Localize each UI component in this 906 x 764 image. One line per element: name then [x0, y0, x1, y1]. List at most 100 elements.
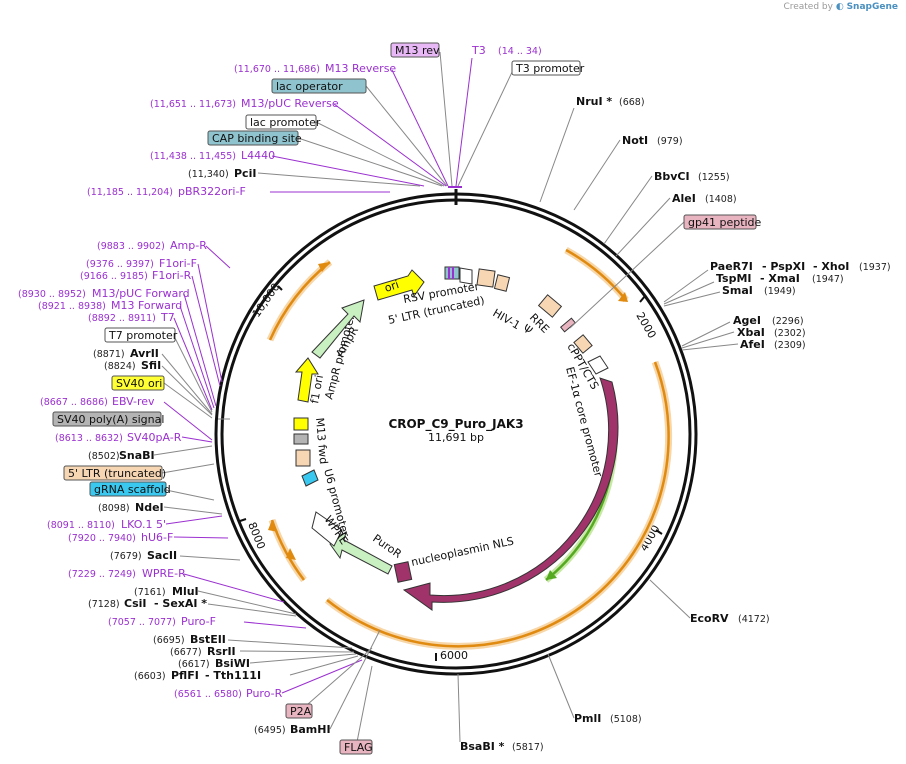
enzyme-ndei-name[interactable]: NdeI: [135, 501, 164, 514]
feature-sv40ori-block: [293, 417, 309, 431]
enzyme-csii-pos: (7128): [88, 599, 120, 610]
enzyme-avrii-pos: (8871): [93, 349, 125, 360]
primer-ebvrev-name[interactable]: EBV-rev: [112, 395, 155, 408]
primer-sv40par-name[interactable]: SV40pA-R: [127, 431, 182, 444]
box-lacpromoter[interactable]: [245, 114, 317, 130]
primer-m13puc-fwd-pos: (8930 .. 8952): [18, 289, 86, 300]
box-t3promoter[interactable]: [511, 60, 581, 76]
enzyme-pmli-name[interactable]: PmlI: [574, 712, 601, 725]
enzyme-noti-pos: (979): [657, 136, 683, 147]
box-lacoperator-label: lac operator: [276, 80, 343, 93]
primer-m13rev-name[interactable]: M13 Reverse: [325, 62, 396, 75]
box-sv40polya[interactable]: [52, 411, 162, 427]
enzyme-bsiwi-name[interactable]: BsiWI: [215, 657, 250, 670]
enzyme-pspxi-name[interactable]: - PspXI: [762, 260, 805, 273]
enzyme-smai-name[interactable]: SmaI: [722, 284, 753, 297]
enzyme-noti-name[interactable]: NotI: [622, 134, 648, 147]
feature-sv40pa-block: [293, 433, 309, 445]
feature-f1ori[interactable]: [294, 357, 319, 403]
primer-ampr-name[interactable]: Amp-R: [170, 239, 207, 252]
feature-cas9[interactable]: [402, 377, 619, 611]
tick-label-6000: 6000: [440, 649, 468, 662]
enzyme-ecorv-name[interactable]: EcoRV: [690, 612, 729, 625]
box-lacoperator[interactable]: [271, 78, 367, 94]
box-m13rev[interactable]: [390, 42, 440, 58]
box-capsite-label: CAP binding site: [212, 132, 302, 145]
enzyme-bbvci-name[interactable]: BbvCI: [654, 170, 690, 183]
enzyme-smai-pos: (1949): [764, 286, 796, 297]
box-ltr5[interactable]: [63, 465, 163, 481]
enzyme-bamhi-name[interactable]: BamHI: [290, 723, 331, 736]
box-capsite[interactable]: [207, 130, 299, 146]
enzyme-xbai-name[interactable]: XbaI: [737, 326, 765, 339]
primer-m13puc-rev-name[interactable]: M13/pUC Reverse: [241, 97, 339, 110]
primer-hu6f-name[interactable]: hU6-F: [141, 531, 173, 544]
enzyme-bsabi-name[interactable]: BsaBI *: [460, 740, 505, 753]
enzyme-afei-name[interactable]: AfeI: [740, 338, 765, 351]
enzyme-nrui-name[interactable]: NruI *: [576, 95, 612, 108]
primer-wprer-pos: (7229 .. 7249): [68, 569, 136, 580]
enzyme-rsrii-name[interactable]: RsrII: [207, 645, 236, 658]
enzyme-pcii-name[interactable]: PciI: [234, 167, 256, 180]
enzyme-bsiwi-pos: (6617): [178, 659, 210, 670]
box-flag-label: FLAG: [344, 741, 373, 754]
enzyme-mlui-pos: (7161): [134, 587, 166, 598]
enzyme-tth111i-name[interactable]: - Tth111I: [205, 669, 261, 682]
enzyme-agei-name[interactable]: AgeI: [733, 314, 761, 327]
primer-purof-name[interactable]: Puro-F: [181, 615, 216, 628]
enzyme-ndei-pos: (8098): [98, 503, 130, 514]
primer-puror-name[interactable]: Puro-R: [246, 687, 283, 700]
feature-ef1a-arrow: [587, 355, 609, 375]
feature-puror[interactable]: [329, 530, 393, 575]
primer-f1orir-name[interactable]: F1ori-R: [152, 269, 192, 282]
enzyme-sexai-name[interactable]: - SexAI *: [154, 597, 207, 610]
enzyme-alei-pos: (1408): [705, 194, 737, 205]
primer-m13puc-rev-pos: (11,651 .. 11,673): [150, 99, 236, 110]
enzyme-xhoi-name[interactable]: - XhoI: [813, 260, 849, 273]
right-labels: NruI * (668) NotI (979) BbvCI (1255) Ale…: [460, 95, 891, 753]
feature-ampr[interactable]: [311, 299, 365, 359]
box-grna[interactable]: [89, 481, 167, 497]
enzyme-pcii-pos: (11,340): [188, 169, 229, 180]
primer-pbr322-pos: (11,185 .. 11,204): [87, 187, 173, 198]
box-sv40ori[interactable]: [111, 375, 165, 391]
feature-wpre[interactable]: [311, 511, 343, 547]
feature-rre-block: [537, 294, 563, 318]
primer-t3-name[interactable]: T3: [471, 44, 486, 57]
feature-gp41: [560, 317, 576, 333]
enzyme-avrii-name[interactable]: AvrII: [130, 347, 159, 360]
box-t7promoter[interactable]: [104, 327, 176, 343]
enzyme-bsteii-name[interactable]: BstEII: [190, 633, 226, 646]
feature-cppt-block: [573, 334, 593, 354]
enzyme-csii-name[interactable]: CsiI: [124, 597, 146, 610]
enzyme-pflfi-name[interactable]: PflFI: [171, 669, 199, 682]
primer-hu6f-pos: (7920 .. 7940): [68, 533, 136, 544]
enzyme-xmai-name[interactable]: - XmaI: [760, 272, 800, 285]
primer-m13puc-fwd-name[interactable]: M13/pUC Forward: [92, 287, 190, 300]
box-flag[interactable]: [339, 739, 373, 755]
enzyme-pmli-pos: (5108): [610, 714, 642, 725]
enzyme-mlui-name[interactable]: MluI: [172, 585, 199, 598]
tick-label-2000: 2000: [633, 310, 658, 341]
feature-ori[interactable]: [373, 269, 425, 301]
box-gp41-label: gp41 peptide: [688, 216, 762, 229]
primer-puror-pos: (6561 .. 6580): [174, 689, 242, 700]
enzyme-sacii-name[interactable]: SacII: [147, 549, 177, 562]
enzyme-bsteii-pos: (6695): [153, 635, 185, 646]
primer-l4440-name[interactable]: L4440: [241, 149, 275, 162]
enzyme-alei-name[interactable]: AleI: [672, 192, 696, 205]
primer-lko-name[interactable]: LKO.1 5': [121, 518, 166, 531]
box-grna-label: gRNA scaffold: [94, 483, 171, 496]
primer-t7-name[interactable]: T7: [160, 311, 175, 324]
box-gp41[interactable]: [683, 214, 757, 230]
box-m13rev-label: M13 rev: [395, 44, 440, 57]
primer-f1orif-name[interactable]: F1ori-F: [159, 257, 197, 270]
enzyme-tspmi-name[interactable]: TspMI: [716, 272, 752, 285]
enzyme-snabi-name[interactable]: SnaBI: [119, 449, 155, 462]
primer-m13fwd-name[interactable]: M13 Forward: [111, 299, 182, 312]
primer-pbr322-name[interactable]: pBR322ori-F: [178, 185, 246, 198]
enzyme-sfii-name[interactable]: SfiI: [141, 359, 161, 372]
enzyme-paer7i-name[interactable]: PaeR7I: [710, 260, 753, 273]
box-p2a[interactable]: [285, 703, 313, 719]
primer-wprer-name[interactable]: WPRE-R: [142, 567, 186, 580]
